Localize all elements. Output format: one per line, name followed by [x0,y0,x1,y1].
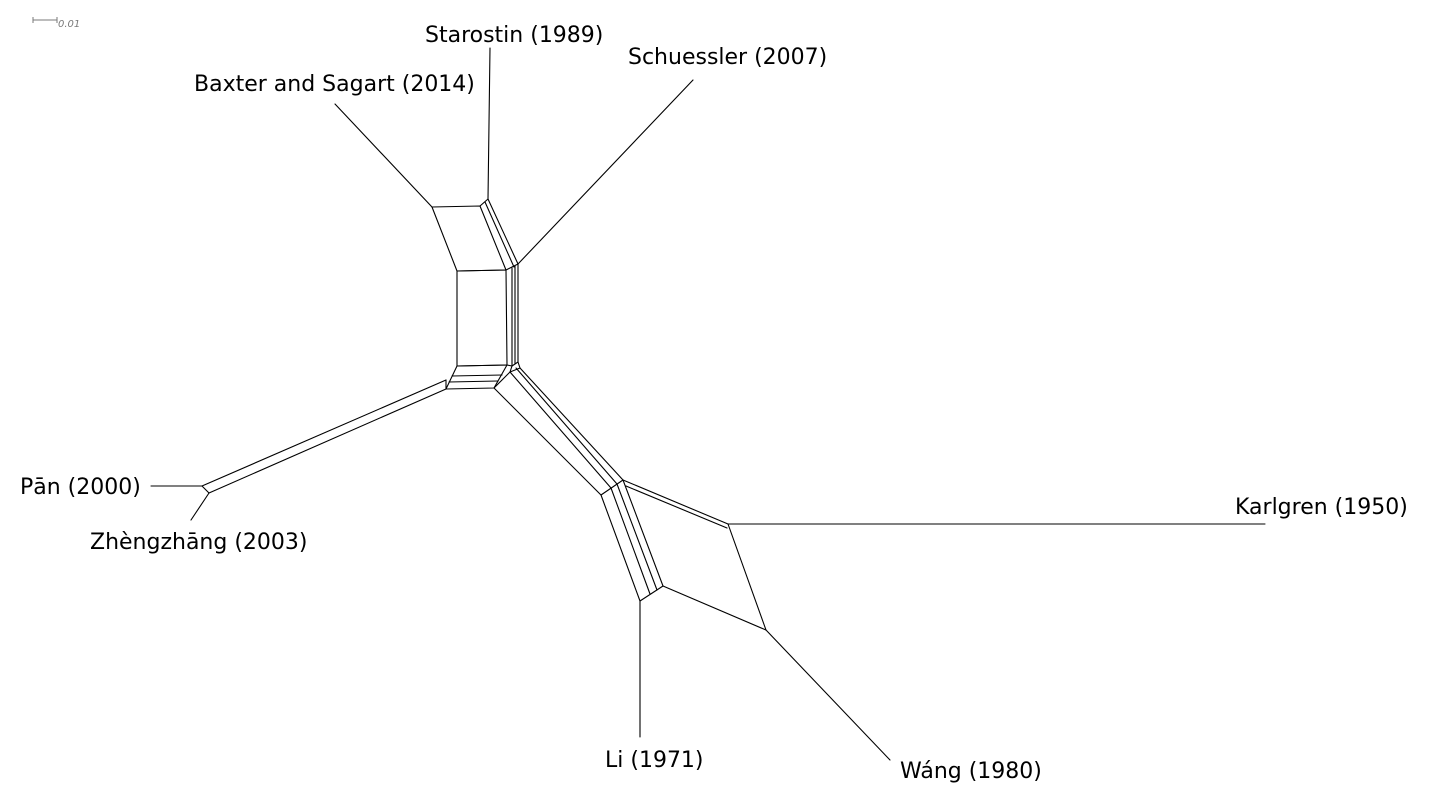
edge-li-side-4 [622,479,664,587]
edge-lower-inner-2 [448,380,499,383]
edge-lower-box [445,364,508,390]
edge-lower-join-1 [506,364,513,367]
edge-wang-leaf [765,629,891,761]
taxon-labels: Starostin (1989) Schuessler (2007) Baxte… [20,23,1408,784]
edge-lower-join-2 [511,361,519,367]
edge-top-parallel-2 [487,198,519,265]
edge-schuessler-leaf [517,79,694,265]
edge-long-3 [515,367,618,485]
edge-lower-join-5 [517,361,521,369]
scale-bar: 0.01 [32,17,80,30]
edge-lower-join-4 [493,371,511,389]
edge-li-side-3 [616,483,658,591]
edge-long-join [600,479,624,496]
edge-pan-branch-1 [208,388,447,494]
edge-li-base [639,585,664,602]
label-pan: Pān (2000) [20,475,141,500]
edge-zhengzhang-leaf [190,492,210,521]
edge-long-2 [509,371,612,489]
label-starostin: Starostin (1989) [425,23,603,48]
edge-top-parallel-3 [484,201,515,268]
label-baxter-sagart: Baxter and Sagart (2014) [194,72,475,97]
edge-top-box [431,205,507,272]
scale-bar-label: 0.01 [58,19,80,30]
network-edges [150,47,1266,761]
edge-pan-branch-4 [201,485,210,494]
edge-karlgren-top-2 [625,485,728,529]
edge-central-box [456,269,508,367]
edge-karlgren-right [727,523,767,631]
edge-lower-inner-1 [451,374,503,377]
edge-top-parallel-4 [505,263,519,271]
label-karlgren: Karlgren (1950) [1235,495,1408,520]
edge-lower-join-6 [509,367,521,373]
edge-top-parallel-1 [479,198,489,207]
edge-wang-base [662,585,767,631]
edge-long-1 [493,387,602,496]
edge-karlgren-top-1 [622,479,729,525]
label-zhengzhang: Zhèngzhāng (2003) [90,530,308,555]
label-schuessler: Schuessler (2007) [628,45,827,70]
edge-li-side-2 [610,487,651,595]
edge-long-4 [519,367,624,481]
edge-li-side-1 [600,494,641,602]
label-li: Li (1971) [605,748,704,773]
edge-pan-branch-2 [201,379,447,487]
edge-baxter-leaf [334,103,433,208]
edge-lower-join-3 [509,365,513,373]
edge-starostin-leaf [487,47,491,200]
label-wang: Wáng (1980) [900,759,1042,784]
